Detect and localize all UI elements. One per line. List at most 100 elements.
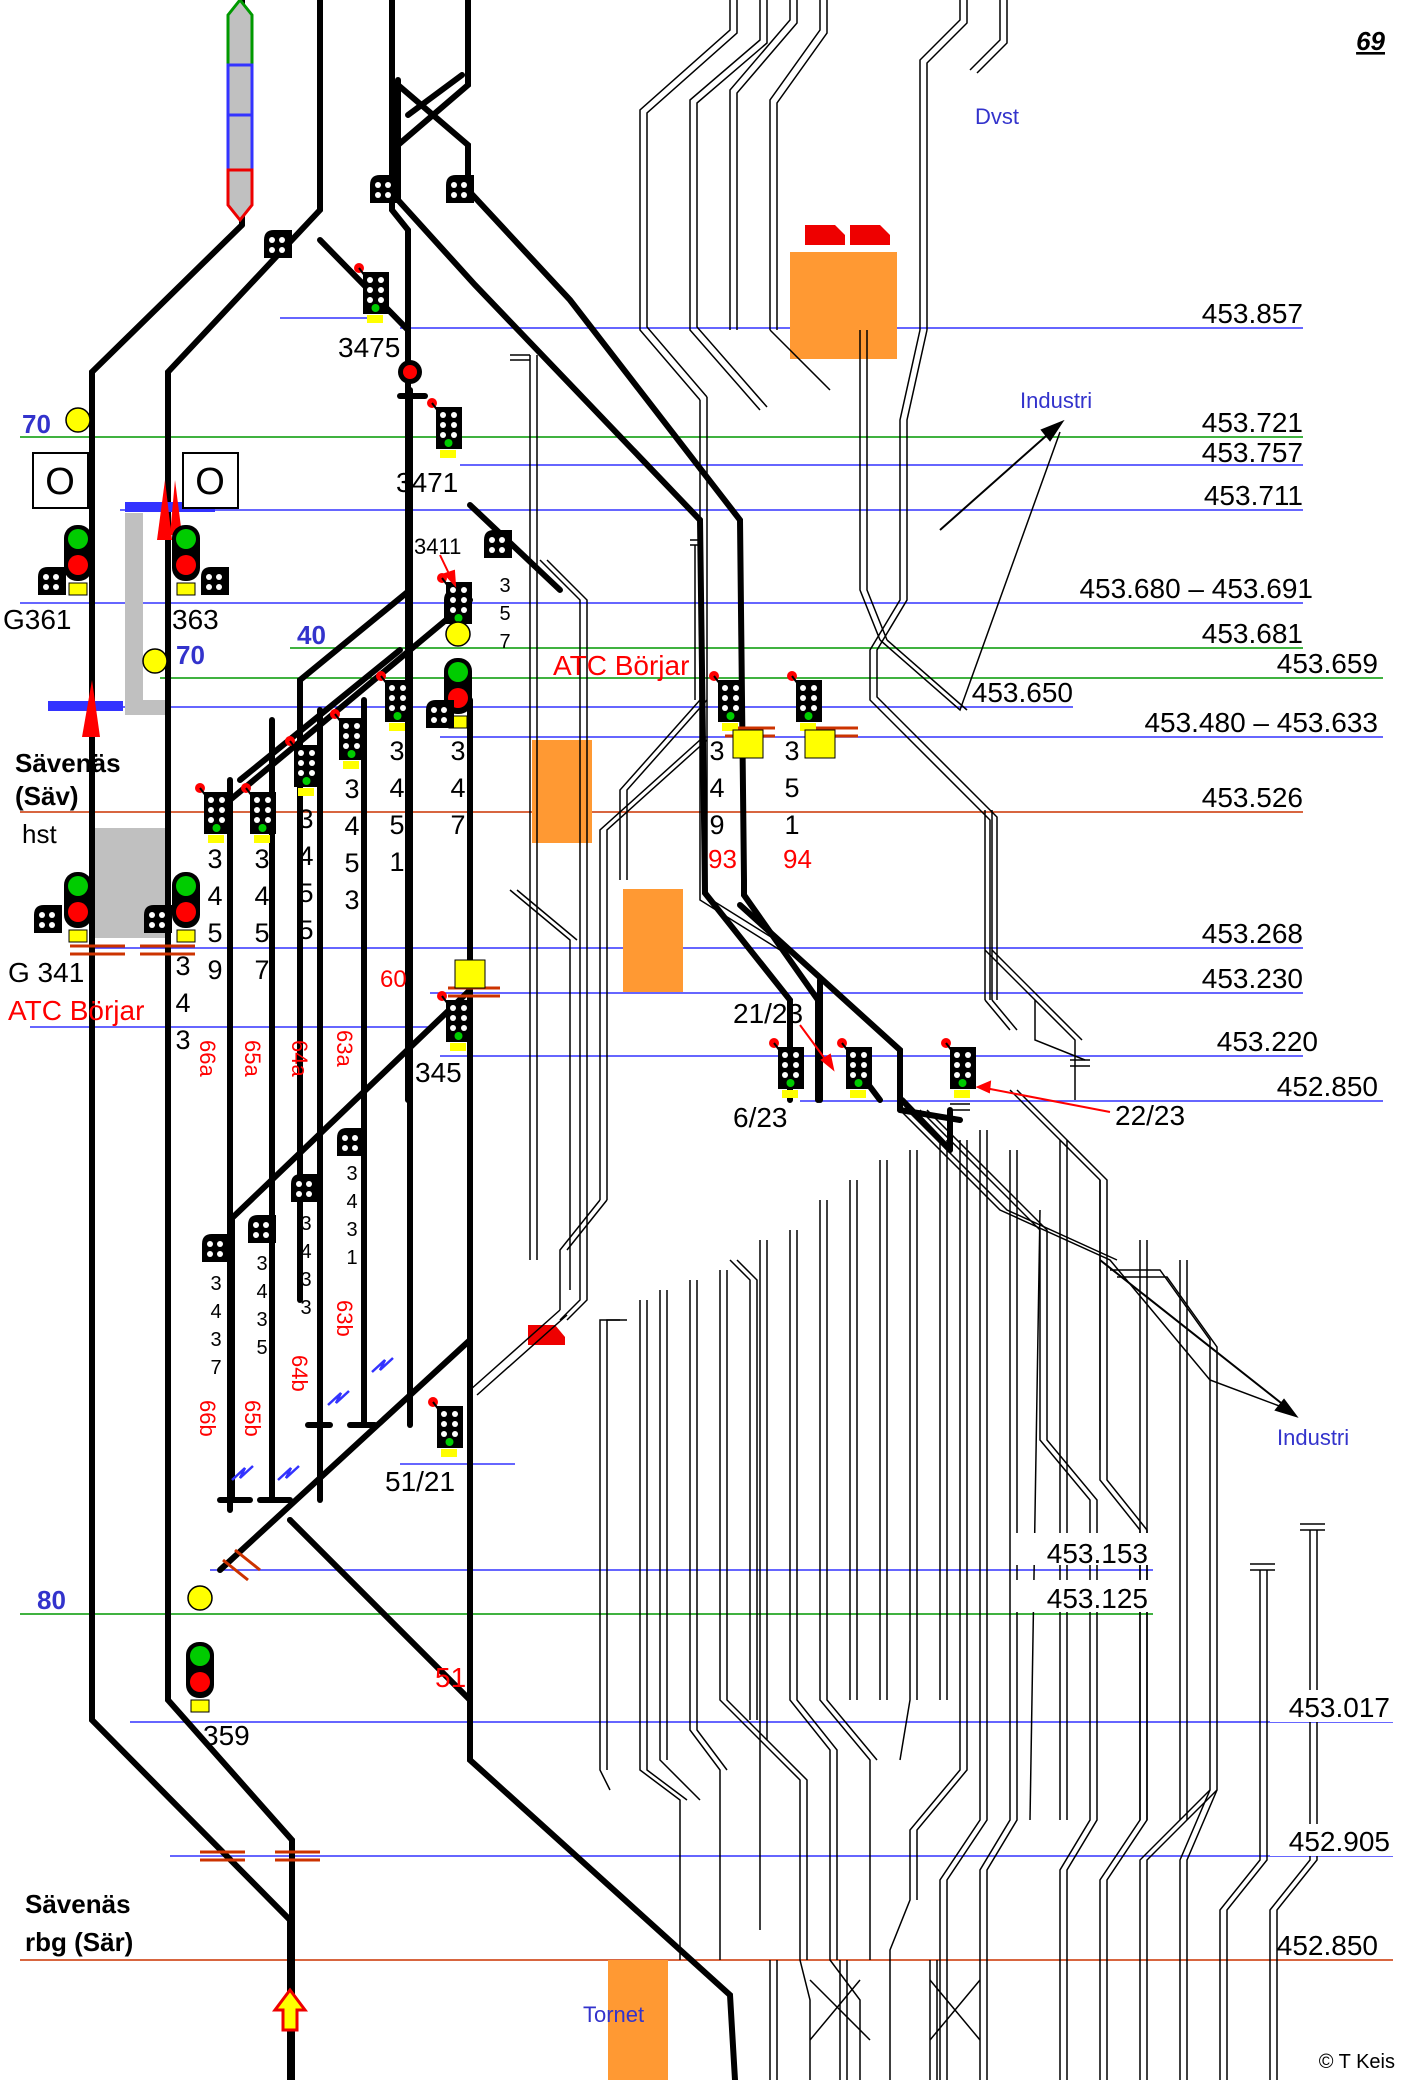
- dwarf-3431: [337, 1128, 365, 1156]
- digit-col-3459-3: 9: [207, 955, 222, 985]
- digit-col-3435-3: 5: [256, 1337, 267, 1359]
- digit-col-3453-0: 3: [344, 774, 359, 804]
- digit-col-3451-0: 3: [389, 736, 404, 766]
- dwarf-g341: [34, 905, 62, 933]
- signals-layer: [34, 175, 976, 1713]
- o-box-label-1: O: [45, 461, 75, 503]
- signal-label-3475: 3475: [338, 332, 400, 363]
- km-453-230: 453.230: [1202, 963, 1303, 994]
- digit-col-357-0: 3: [499, 575, 510, 597]
- signal-label-6-23: 6/23: [733, 1102, 788, 1133]
- signal-359: [186, 1642, 214, 1713]
- stop-block-3: [528, 1325, 565, 1345]
- industri-arrows: [939, 419, 1299, 1418]
- track-51: 51: [435, 1662, 466, 1693]
- signal-3411: [437, 573, 472, 633]
- digit-col-357-2: 7: [499, 631, 510, 653]
- km-452-850-bottom: 452.850: [1277, 1930, 1378, 1961]
- km-453-526: 453.526: [1202, 782, 1303, 813]
- km-453-153: 453.153: [1047, 1538, 1148, 1569]
- station-type-1: hst: [22, 819, 57, 849]
- digit-col-3457b-1: 4: [450, 773, 465, 803]
- digit-col-3455-3: 5: [298, 915, 313, 945]
- signal-3439: [709, 671, 744, 731]
- platform-grey-upper-bottom: [125, 700, 165, 715]
- track-65b: 65b: [240, 1400, 265, 1437]
- digit-col-3434-2: 3: [175, 1025, 190, 1055]
- signal-21-23: [837, 1038, 872, 1098]
- digit-col-3451b-2: 1: [784, 810, 799, 840]
- dwarf-3437: [202, 1234, 230, 1262]
- dwarf-363: [201, 567, 229, 595]
- stop-block-2: [850, 225, 890, 245]
- speed-40: 40: [297, 620, 326, 650]
- digit-col-3457-0: 3: [254, 844, 269, 874]
- digit-col-3433-3: 3: [300, 1297, 311, 1319]
- km-453-721: 453.721: [1202, 407, 1303, 438]
- digit-col-3437-0: 3: [210, 1273, 221, 1295]
- digit-col-3431-3: 1: [346, 1247, 357, 1269]
- digit-col-3433-1: 4: [300, 1241, 311, 1263]
- track-63b: 63b: [332, 1300, 357, 1337]
- digit-col-3455-0: 3: [298, 804, 313, 834]
- track-65a: 65a: [240, 1040, 265, 1077]
- signal-label-363: 363: [172, 604, 219, 635]
- digit-col-3434-1: 4: [175, 988, 190, 1018]
- signal-363: [172, 525, 200, 596]
- track-66b: 66b: [195, 1400, 220, 1437]
- digit-col-3451b-1: 5: [784, 773, 799, 803]
- dwarf-top-3: [446, 175, 474, 203]
- signal-22-23: [941, 1038, 976, 1098]
- signal-341b: [172, 872, 200, 943]
- building-2: [623, 889, 683, 992]
- digit-col-3453-2: 5: [344, 848, 359, 878]
- digit-col-3437-2: 3: [210, 1329, 221, 1351]
- digit-col-3431-1: 4: [346, 1191, 357, 1213]
- signal-3475: [354, 263, 389, 323]
- digit-col-3451-2: 5: [389, 810, 404, 840]
- area-industri-1: Industri: [1020, 388, 1092, 413]
- dwarf-top-1: [264, 230, 292, 258]
- digit-col-3453-3: 3: [344, 885, 359, 915]
- km-453-268: 453.268: [1202, 918, 1303, 949]
- insulation-marks: [70, 726, 858, 1862]
- km-453-017: 453.017: [1289, 1692, 1390, 1723]
- dwarf-g361: [38, 567, 66, 595]
- digit-col-3437-1: 4: [210, 1301, 221, 1323]
- digit-col-3459-2: 5: [207, 918, 222, 948]
- digit-col-3459-1: 4: [207, 881, 222, 911]
- buildings: [95, 225, 897, 2080]
- signal-3455: [285, 736, 320, 796]
- digit-col-3453-1: 4: [344, 811, 359, 841]
- digit-col-3451-1: 4: [389, 773, 404, 803]
- o-boxes: [32, 452, 239, 509]
- digit-col-3435-0: 3: [256, 1253, 267, 1275]
- dwarf-3435: [248, 1215, 276, 1243]
- catenary-section-marks: [231, 1357, 394, 1481]
- signal-3453: [330, 709, 365, 769]
- copyright: © T Keis: [1319, 2051, 1395, 2073]
- atc-label-1: ATC Börjar: [553, 650, 689, 681]
- tornet-building: [608, 1960, 668, 2080]
- track-64b: 64b: [287, 1355, 312, 1392]
- digit-col-3435-2: 3: [256, 1309, 267, 1331]
- digit-col-3457-3: 7: [254, 955, 269, 985]
- speed-80: 80: [37, 1585, 66, 1615]
- stop-signal-red: [398, 360, 422, 384]
- depot-building: [790, 252, 897, 359]
- digit-col-3459-0: 3: [207, 844, 222, 874]
- km-453-680: 453.680 – 453.691: [1079, 573, 1313, 604]
- signal-g341: [64, 872, 92, 943]
- digit-col-357-1: 5: [499, 603, 510, 625]
- speed-discs: [65, 407, 471, 1611]
- speed-70-a: 70: [22, 409, 51, 439]
- signal-g361: [64, 525, 92, 596]
- train-marker: [226, 0, 254, 223]
- platform-grey-upper: [125, 513, 143, 713]
- dwarf-3433: [291, 1174, 319, 1202]
- digit-col-3439-1: 4: [709, 773, 724, 803]
- signal-label-359: 359: [203, 1720, 250, 1751]
- labels: 69 © T Keis Sävenäs (Säv) hst Sävenäs rb…: [3, 26, 1395, 2073]
- station-code-2: rbg (Sär): [25, 1927, 133, 1957]
- digit-col-3457-2: 5: [254, 918, 269, 948]
